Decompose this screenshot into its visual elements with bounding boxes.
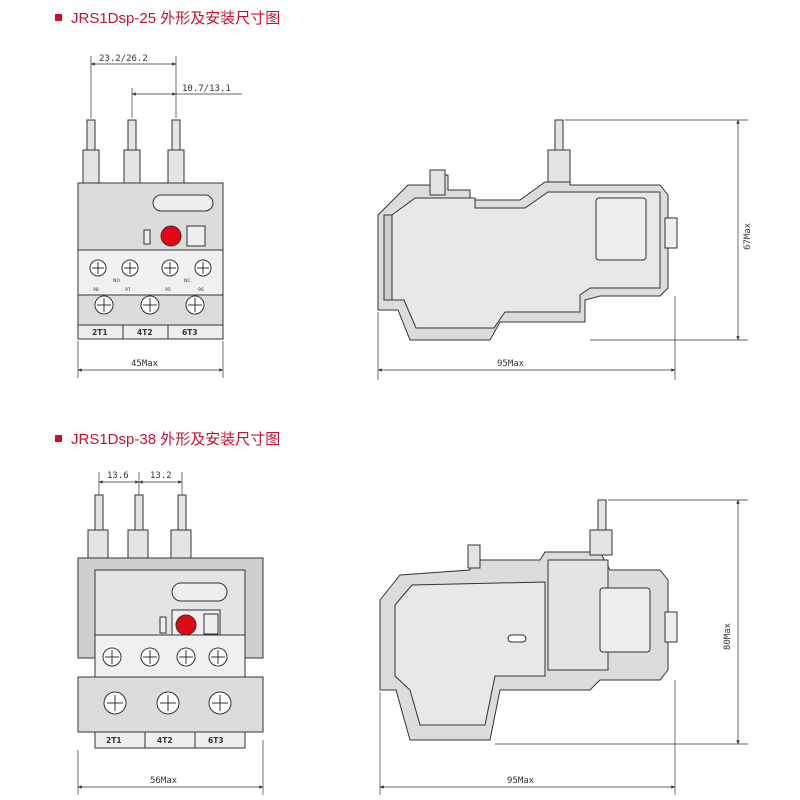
side-view-38 [379, 499, 678, 741]
adjust-dial [186, 225, 206, 247]
dim-pitch-top: 23.2/26.2 [99, 54, 148, 64]
terminal-label-strip [77, 324, 224, 340]
aux-label-97: 97 [125, 287, 131, 293]
body-upper [94, 569, 246, 636]
aux-label-98: 98 [93, 287, 99, 293]
terminal-label-strip [94, 731, 246, 749]
section-title-38: JRS1Dsp-38 外形及安装尺寸图 [55, 428, 280, 449]
terminal-clamp [87, 529, 109, 561]
terminal-clamp [170, 529, 192, 561]
section-title-text: JRS1Dsp-38 外形及安装尺寸图 [71, 431, 281, 448]
window-slot [171, 582, 228, 602]
dim-height: 67Max [743, 222, 753, 250]
dim-pitch-right: 10.7/13.1 [182, 84, 231, 94]
aux-label-nc: NC [184, 278, 191, 284]
side-view-25 [377, 119, 678, 341]
aux-label-no: NO [113, 278, 120, 284]
dim-width: 45Max [131, 359, 159, 369]
terminal-clamp [82, 149, 100, 185]
terminal-clamp [127, 529, 149, 561]
dimension-lines-25-side [377, 119, 748, 380]
dimension-lines-38-side [379, 499, 748, 795]
title-marker [55, 435, 62, 442]
front-view-25 [77, 119, 224, 340]
dim-depth: 95Max [507, 776, 535, 786]
dim-depth: 95Max [497, 359, 525, 369]
window-slot [152, 194, 214, 212]
title-marker [55, 14, 62, 21]
dim-pitch-right: 13.2 [150, 471, 172, 481]
dim-width: 56Max [150, 776, 178, 786]
terminal-label: 4T2 [157, 736, 173, 745]
test-lever [159, 616, 167, 634]
dim-height: 80Max [723, 622, 733, 650]
section-title-25: JRS1Dsp-25 外形及安装尺寸图 [55, 7, 280, 28]
terminal-label: 2T1 [92, 328, 108, 337]
adjust-dial [203, 613, 219, 635]
terminal-label: 6T3 [182, 328, 198, 337]
aux-label-95: 95 [165, 287, 171, 293]
terminal-clamp [167, 149, 185, 185]
front-view-38 [77, 494, 264, 749]
terminal-clamp [123, 149, 141, 185]
test-lever [143, 229, 151, 245]
reset-button [160, 225, 182, 247]
dimension-lines-38-front [77, 472, 264, 795]
dim-pitch-left: 13.6 [107, 471, 129, 481]
section-title-text: JRS1Dsp-25 外形及安装尺寸图 [71, 10, 281, 27]
dimension-lines-25-front [77, 56, 242, 378]
terminal-label: 4T2 [137, 328, 153, 337]
terminal-label: 6T3 [208, 736, 224, 745]
terminal-label: 2T1 [106, 736, 122, 745]
reset-button [175, 614, 197, 636]
aux-label-96: 96 [198, 287, 204, 293]
